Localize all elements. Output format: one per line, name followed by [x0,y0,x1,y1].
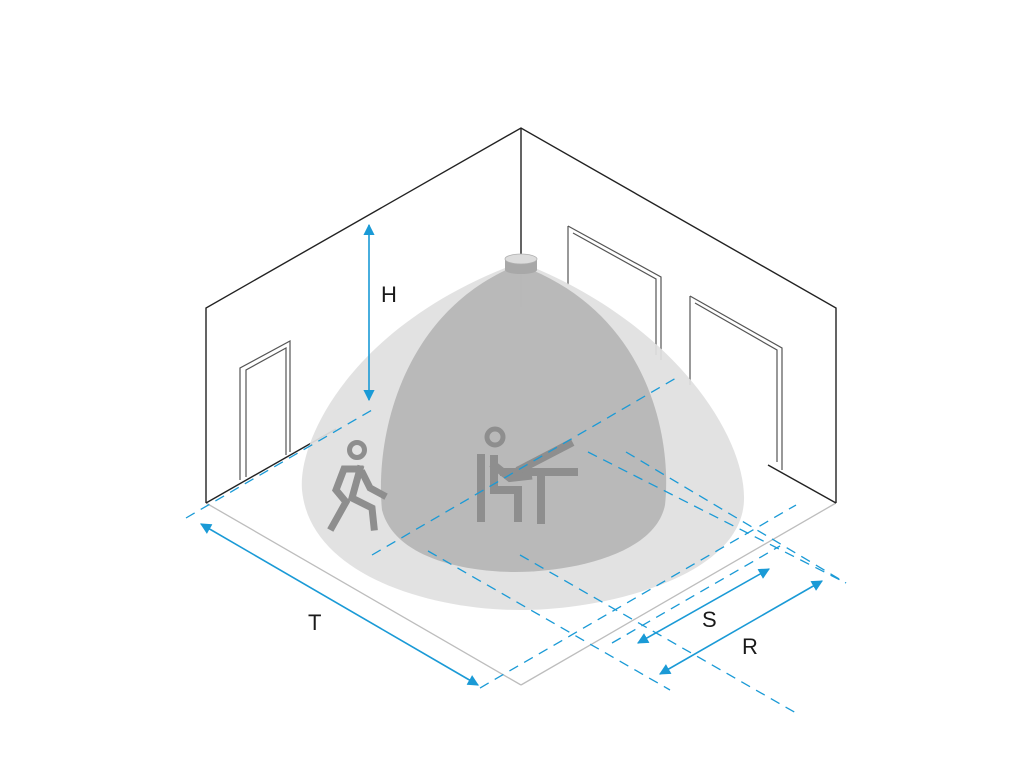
walking-person-icon [327,440,388,532]
walking-radius-dimension-arrow [659,580,823,675]
right-wall-door-2 [689,295,783,470]
right-wall-door-1 [567,225,662,360]
left-wall-door [239,339,291,480]
total-width-dimension-arrow [200,523,479,686]
height-label: H [381,282,397,307]
total-width-label: T [308,610,321,635]
walking-radius-label: R [742,634,758,659]
sensor-icon [504,253,538,274]
seated-radius-label: S [702,607,717,632]
inner-coverage-cone [380,270,667,572]
seated-person-at-desk-icon [477,426,578,524]
